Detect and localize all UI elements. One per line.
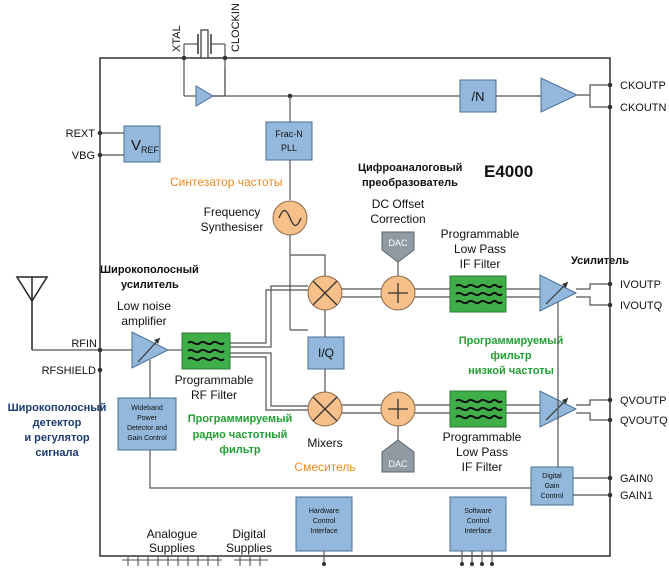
digital-supply-pins	[234, 556, 268, 566]
mixer-q-icon	[312, 396, 338, 422]
chip-name: E4000	[484, 162, 533, 181]
dac-bottom	[381, 439, 415, 473]
hw-label-3: Interface	[310, 528, 337, 535]
dac-ru-label-2: преобразователь	[362, 177, 458, 189]
digital-supplies-label-2: Supplies	[226, 541, 272, 555]
wb-label-4: Gain Control	[127, 435, 167, 442]
lpf-top-label-3: IF Filter	[460, 257, 501, 271]
rf-filter-label-1: Programmable	[175, 373, 254, 387]
lpf-top-label-2: Low Pass	[454, 242, 506, 256]
wb-label-2: Power	[137, 415, 158, 422]
pin-xtal: XTAL	[171, 25, 183, 52]
lna-label-1: Low noise	[117, 299, 171, 313]
rf-filter-label-2: RF Filter	[191, 388, 237, 402]
detector-ru-1: Широкополосный	[8, 402, 107, 414]
dac-top-label: DAC	[388, 238, 408, 248]
lpf-ru-label-1: Программируемый	[459, 335, 564, 347]
wb-label-3: Detector and	[127, 425, 167, 432]
adder-q-icon	[388, 399, 408, 419]
rf-ru-label-2: радио частотный	[193, 429, 288, 441]
frac-n-pll-block	[265, 121, 313, 161]
lpf-bottom-label-2: Low Pass	[456, 445, 508, 459]
wideband-detector-block	[117, 397, 177, 451]
dac-bottom-label: DAC	[388, 459, 408, 469]
clock-out-buffer	[540, 77, 579, 113]
hardware-control-interface	[295, 496, 353, 552]
iq-block	[307, 336, 345, 370]
analogue-supplies-label-2: Supplies	[149, 541, 195, 555]
frac-n-label-1: Frac-N	[275, 129, 303, 139]
iq-label: I/Q	[318, 346, 334, 360]
digital-supplies-label-1: Digital	[232, 527, 265, 541]
divide-n-block	[459, 79, 497, 113]
sw-label-3: Interface	[464, 528, 491, 535]
lpf-i-wave-icon	[455, 283, 503, 305]
dac-top	[381, 231, 415, 263]
dg-label-1: Digital	[542, 473, 562, 480]
crystal-buffer	[195, 85, 214, 107]
pin-rfshield: RFSHIELD	[42, 365, 96, 377]
divide-n-label: /N	[472, 89, 485, 104]
pin-rfin: RFIN	[71, 338, 97, 350]
wideband-amp-ru-1: Широкополосный	[100, 264, 199, 276]
dc-offset-label-1: DC Offset	[372, 197, 425, 211]
pin-vbg: VBG	[72, 150, 95, 162]
sw-label-2: Control	[467, 518, 490, 525]
detector-ru-4: сигнала	[35, 447, 79, 459]
pin-clockin: CLOCKIN	[230, 3, 242, 52]
filter-wave-icon	[187, 340, 225, 362]
sw-label-1: Software	[464, 508, 492, 515]
lpf-q-wave-icon	[455, 398, 503, 420]
software-control-interface	[449, 496, 507, 552]
antenna-icon	[15, 276, 49, 350]
mixer-ru-label: Смеситель	[294, 460, 355, 474]
detector-ru-2: детектор	[33, 417, 82, 429]
pin-qvoutq: QVOUTQ	[620, 415, 668, 427]
lpf-top-label-1: Programmable	[441, 227, 520, 241]
mixers-label: Mixers	[307, 436, 342, 450]
mixer-i-icon	[312, 280, 338, 306]
rf-ru-label-3: фильтр	[219, 444, 261, 456]
crystal-icon	[184, 29, 225, 59]
wideband-amp-ru-2: усилитель	[121, 279, 179, 291]
pin-ivoutq: IVOUTQ	[620, 300, 663, 312]
vref-block	[123, 125, 161, 163]
analogue-supplies-label-1: Analogue	[147, 527, 198, 541]
pin-ckoutn: CKOUTN	[620, 102, 667, 114]
synth-ru-label: Синтезатор частоты	[170, 175, 283, 189]
lpf-ru-label-2: фильтр	[490, 350, 532, 362]
lpf-bottom-label-3: IF Filter	[462, 460, 503, 474]
freq-synth-label-1: Frequency	[204, 205, 261, 219]
hw-label-2: Control	[313, 518, 336, 525]
pin-ivoutp: IVOUTP	[620, 279, 661, 291]
amp-ru-label: Усилитель	[571, 255, 629, 267]
rf-ru-label-1: Программируемый	[188, 413, 293, 425]
detector-ru-3: и регулятор	[24, 432, 90, 444]
analogue-supply-pins	[122, 556, 222, 566]
hw-label-1: Hardware	[309, 508, 339, 515]
pin-gain1: GAIN1	[620, 490, 653, 502]
pin-gain0: GAIN0	[620, 473, 653, 485]
wb-label-1: Wideband	[131, 405, 163, 412]
lpf-bottom-label-1: Programmable	[443, 430, 522, 444]
dac-ru-label-1: Цифроаналоговый	[358, 162, 462, 174]
freq-synth-label-2: Synthesiser	[201, 220, 264, 234]
sine-icon	[278, 209, 302, 227]
pin-rext: REXT	[66, 128, 96, 140]
adder-i-icon	[388, 283, 408, 303]
frac-n-label-2: PLL	[281, 143, 297, 153]
dg-label-2: Gain	[545, 483, 560, 490]
digital-gain-control-block	[530, 466, 574, 506]
dc-offset-label-2: Correction	[370, 212, 425, 226]
vref-label: VREF	[131, 137, 160, 155]
lna-label-2: amplifier	[121, 314, 166, 328]
pin-qvoutp: QVOUTP	[620, 395, 666, 407]
lpf-ru-label-3: низкой частоты	[468, 365, 554, 377]
pin-ckoutp: CKOUTP	[620, 80, 666, 92]
dg-label-3: Control	[541, 493, 564, 500]
